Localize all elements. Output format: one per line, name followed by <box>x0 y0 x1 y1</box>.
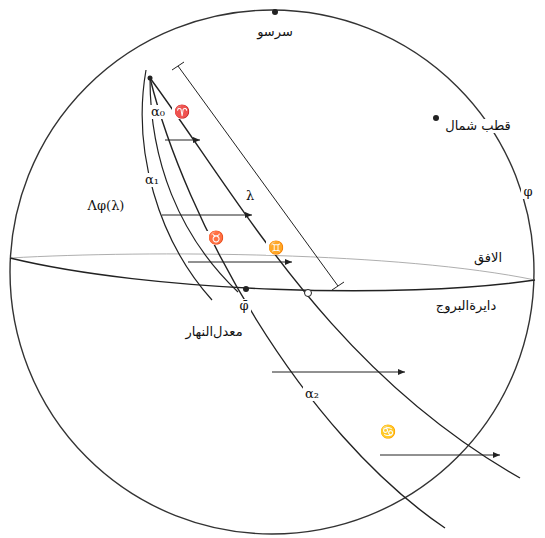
sign-label: ♋ <box>378 425 398 439</box>
pole-dot <box>433 115 439 121</box>
hour-arrows <box>162 140 500 455</box>
horizon-equator-dot <box>243 286 249 292</box>
alpha-arc <box>150 78 238 292</box>
lambda-arc <box>142 70 212 300</box>
horizon-ecliptic-point <box>305 290 312 297</box>
equator <box>150 78 445 528</box>
zenith-label: سرسو <box>255 25 295 39</box>
sign-label: ♈ <box>172 105 192 119</box>
sign-label: φ̄ <box>237 299 250 313</box>
sphere-outline <box>10 10 534 534</box>
ra-label: α₀ <box>149 105 167 119</box>
rising-time-label: Λφ(λ) <box>86 199 127 213</box>
horizon <box>10 258 535 291</box>
ra-label: α₂ <box>303 387 321 401</box>
ra-label: α₁ <box>143 173 161 187</box>
sign-label: ♊ <box>266 241 286 255</box>
ecliptic-label: دايرةالبروج <box>434 299 498 313</box>
sign-label: ♉ <box>206 231 226 245</box>
equinox-dot <box>148 76 153 81</box>
equator-label: معدل‌النهار <box>183 325 244 339</box>
zenith-dot <box>272 9 278 15</box>
latitude-label: φ <box>521 185 534 199</box>
longitude-label: λ <box>244 189 256 203</box>
ecliptic <box>150 78 520 478</box>
horizon-back <box>10 254 535 280</box>
bracket-ticks <box>172 62 344 290</box>
pole-label: قطب شمال <box>443 119 513 133</box>
lambda-bracket <box>178 66 338 286</box>
horizon-label: الافق <box>472 251 504 265</box>
